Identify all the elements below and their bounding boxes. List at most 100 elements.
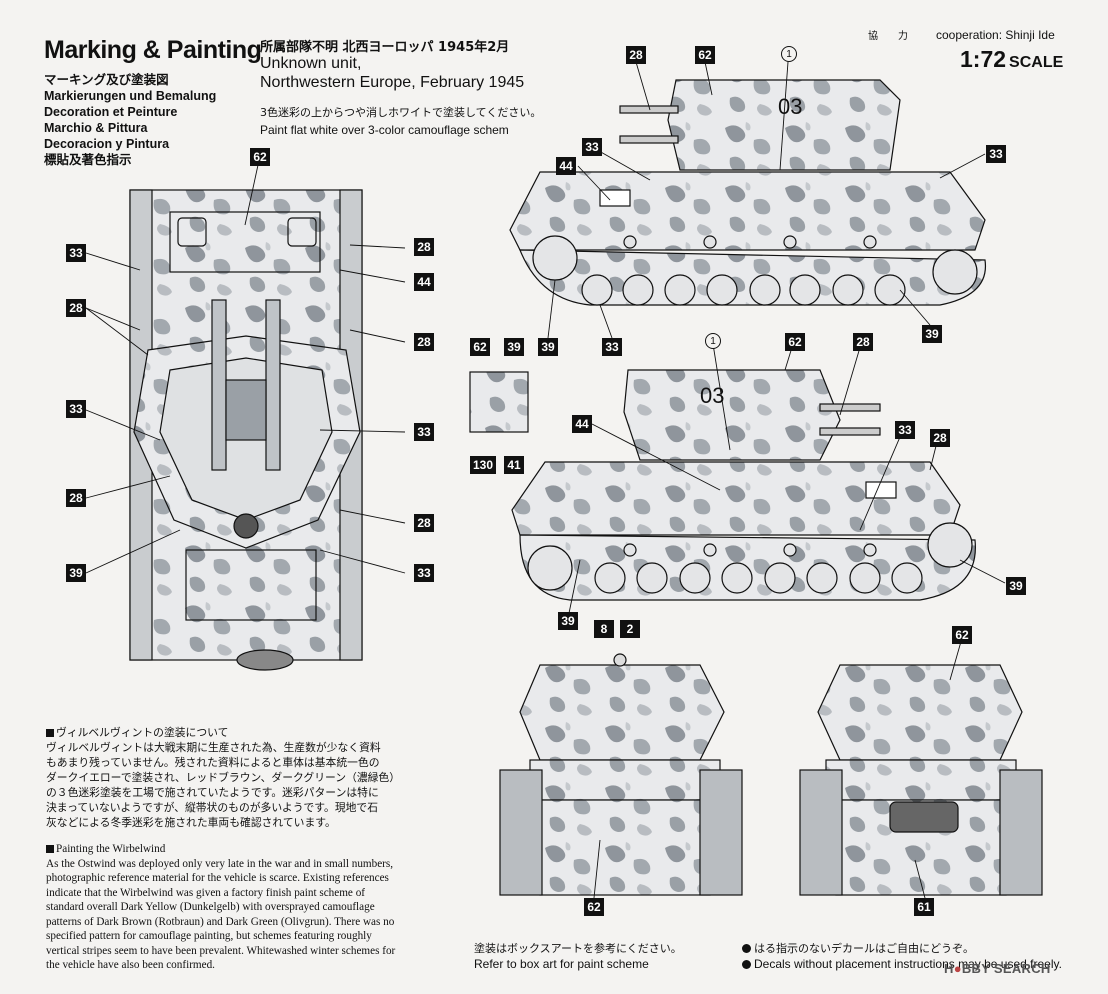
watermark-a: H xyxy=(944,961,954,976)
lang-jp: マーキング及び塗装図 xyxy=(44,73,169,87)
callout-33-g: 33 xyxy=(602,338,622,356)
sprocket-1 xyxy=(532,235,578,281)
callout-39-e: 39 xyxy=(558,612,578,630)
swatch xyxy=(469,371,529,433)
side-box-1 xyxy=(599,189,631,207)
decal-1-a: 1 xyxy=(781,46,797,62)
watermark-logo-icon: ● xyxy=(953,961,962,976)
bullet-square-icon xyxy=(46,728,54,737)
turret-number-1: 03 xyxy=(778,94,803,119)
hull-front-lower xyxy=(539,799,711,896)
watermark-b: BBY SEARCH xyxy=(961,961,1051,976)
return-rollers-2 xyxy=(623,543,877,557)
box-art-note-jp: 塗装はボックスアートを参考にください。 xyxy=(474,942,682,955)
hatch-right xyxy=(287,217,317,247)
side-view-2 xyxy=(511,369,976,601)
hull-side-1 xyxy=(509,171,986,251)
paint-instruction-en: Paint flat white over 3-color camouflage… xyxy=(260,123,509,137)
scale-word: SCALE xyxy=(1009,54,1064,71)
barrel-2a xyxy=(819,403,881,412)
notes-en: Painting the Wirbelwind As the Ostwind w… xyxy=(46,842,458,973)
callout-62-b: 62 xyxy=(695,46,715,64)
callout-62-c: 62 xyxy=(785,333,805,351)
swatch-code-130: 130 xyxy=(470,456,496,474)
coop-en: cooperation: Shinji Ide xyxy=(936,28,1055,42)
notes-jp: ヴィルベルヴィントの塗装について ヴィルベルヴィントは大戦末期に生産された為、生… xyxy=(46,725,458,830)
notes-en-line: standard overall Dark Yellow (Dunkelgelb… xyxy=(46,901,375,913)
callout-33-a: 33 xyxy=(66,244,86,262)
callout-33-b: 33 xyxy=(66,400,86,418)
callout-62-top: 62 xyxy=(250,148,270,166)
notes-jp-line: 灰などによる冬季迷彩を施された車両も確認されています。 xyxy=(46,816,336,829)
swatch-code-39: 39 xyxy=(504,338,524,356)
lang-it: Marchio & Pittura xyxy=(44,121,148,135)
gunner-seat xyxy=(233,513,259,539)
track-front-right xyxy=(699,769,743,896)
callout-44-b: 44 xyxy=(556,157,576,175)
notes-en-line: As the Ostwind was deployed only very la… xyxy=(46,857,394,870)
sprocket-2 xyxy=(927,522,973,568)
gun-mount xyxy=(225,379,267,441)
return-rollers-1 xyxy=(623,235,877,249)
callout-33-f: 33 xyxy=(986,145,1006,163)
swatch-code-62: 62 xyxy=(470,338,490,356)
bullet-square-icon xyxy=(46,845,54,854)
decal-note-jp-text: はる指示のないデカールはご自由にどうぞ。 xyxy=(754,942,974,955)
coop-jp: 協 力 xyxy=(868,31,908,42)
decal-note-jp: はる指示のないデカールはご自由にどうぞ。 xyxy=(742,940,974,956)
notes-jp-line: もあまり残っていません。残された資料によると車体は基本統一色の xyxy=(46,756,380,769)
notes-en-line: indicate that the Wirbelwind was given a… xyxy=(46,886,366,899)
track-rear-right xyxy=(999,769,1043,896)
callout-28-g: 28 xyxy=(853,333,873,351)
idler-2 xyxy=(527,545,573,591)
idler-1 xyxy=(932,249,978,295)
notes-en-heading-text: Painting the Wirbelwind xyxy=(56,843,166,855)
callout-44-a: 44 xyxy=(414,273,434,291)
turret-front xyxy=(519,664,725,761)
watermark: H●BBY SEARCH xyxy=(944,961,1051,976)
notes-jp-heading: ヴィルベルヴィントの塗装について xyxy=(46,725,458,740)
track-front-left xyxy=(499,769,543,896)
barrel-1b xyxy=(619,135,679,144)
lang-de: Markierungen und Bemalung xyxy=(44,89,217,103)
road-wheels-1 xyxy=(581,274,906,306)
lang-fr: Decoration et Peinture xyxy=(44,105,178,119)
bullet-icon xyxy=(742,960,751,969)
turret-side-1 xyxy=(667,79,901,171)
bullet-icon xyxy=(742,944,751,953)
swatch-code-41: 41 xyxy=(504,456,524,474)
notes-en-line: specified pattern for camouflage paintin… xyxy=(46,930,372,942)
notes-en-line: vertical stripes seem to have been preva… xyxy=(46,944,396,957)
notes-en-line: photographic reference material for the … xyxy=(46,872,389,884)
unit-title-jp: 所属部隊不明 北西ヨーロッパ 1945年2月 xyxy=(260,40,510,55)
callout-28-c: 28 xyxy=(414,238,434,256)
front-view xyxy=(499,653,743,896)
decal-note-en-text: Decals without placement instructions ma… xyxy=(754,957,1062,971)
lang-zh: 標貼及著色指示 xyxy=(44,153,132,167)
muffler-rear xyxy=(889,801,959,833)
callout-28-h: 28 xyxy=(930,429,950,447)
notes-jp-heading-text: ヴィルベルヴィントの塗装について xyxy=(56,726,229,739)
notes-jp-line: ヴィルベルヴィントは大戦末期に生産された為、生産数が少なく資料 xyxy=(46,741,381,754)
callout-8: 8 xyxy=(594,620,614,638)
road-wheels-2 xyxy=(594,562,923,594)
paint-instruction-jp: 3色迷彩の上からつや消しホワイトで塗装してください。 xyxy=(260,106,542,119)
callout-33-h: 33 xyxy=(895,421,915,439)
box-art-note-en: Refer to box art for paint scheme xyxy=(474,957,649,971)
callout-2: 2 xyxy=(620,620,640,638)
barrel-2b xyxy=(819,427,881,436)
hull-rear-upper xyxy=(825,759,1017,801)
callout-28-f: 28 xyxy=(626,46,646,64)
rear-view xyxy=(799,664,1043,896)
callout-62-e: 62 xyxy=(584,898,604,916)
engine-deck xyxy=(169,211,321,273)
callout-28-e: 28 xyxy=(414,514,434,532)
lang-es: Decoracion y Pintura xyxy=(44,137,170,151)
decal-note-en: Decals without placement instructions ma… xyxy=(742,957,1062,971)
callout-33-c: 33 xyxy=(414,423,434,441)
callout-28-b: 28 xyxy=(66,489,86,507)
callout-39-d: 39 xyxy=(1006,577,1026,595)
unit-title-en: Unknown unit, Northwestern Europe, Febru… xyxy=(260,54,524,92)
turret-number-2: 03 xyxy=(700,383,725,408)
notes-jp-line: ダークイエローで塗装され、レッドブラウン、ダークグリーン（濃緑色） xyxy=(46,771,401,784)
